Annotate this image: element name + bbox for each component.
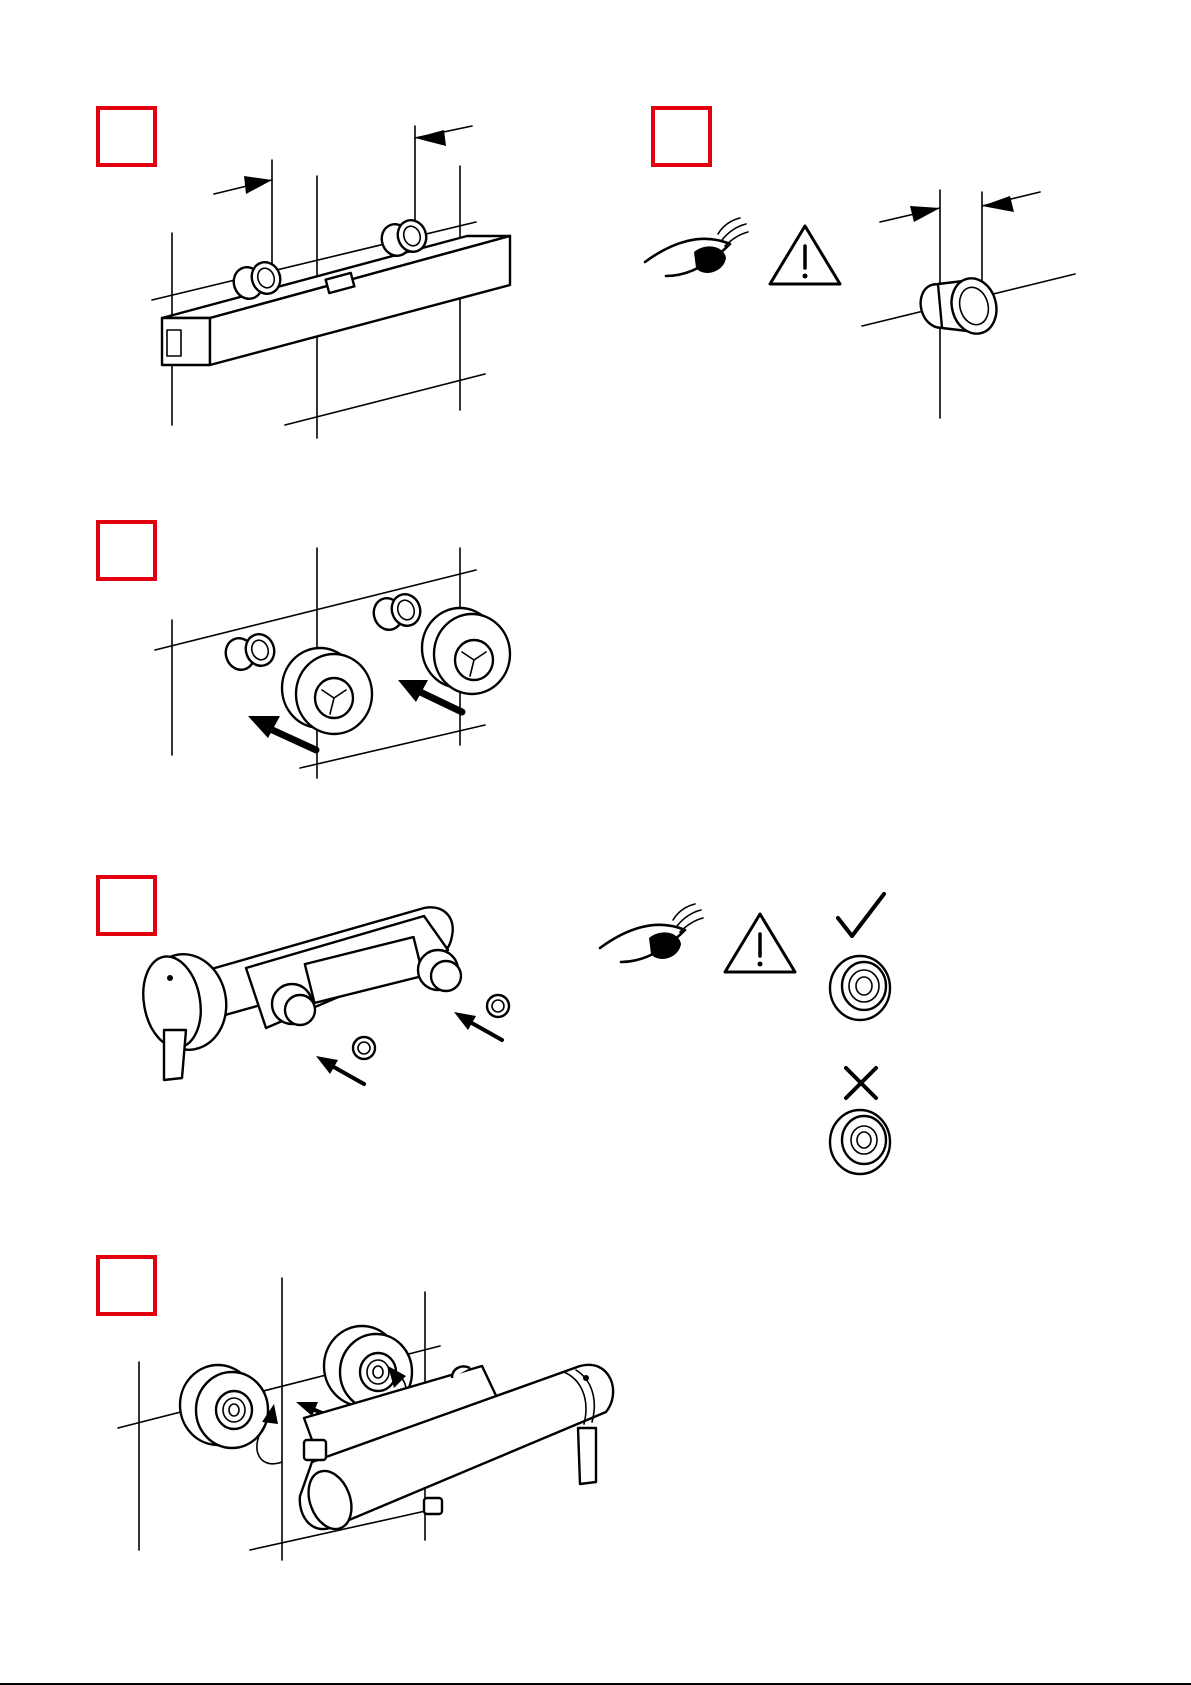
step-4-box (98, 877, 155, 934)
eye-icon (600, 904, 703, 962)
cover-rosette-install-icon (155, 548, 510, 778)
warning-triangle-icon (725, 914, 795, 972)
step-2-box (653, 108, 710, 165)
warning-triangle-icon (770, 226, 840, 284)
mixer-inlet-seal-icon (136, 907, 509, 1084)
step-3-box (98, 522, 155, 579)
pipe-fitting-depth-icon (862, 190, 1075, 418)
mount-mixer-on-wall-icon (118, 1278, 613, 1560)
eye-icon (645, 218, 748, 276)
wrong-cross-icon (830, 1068, 890, 1174)
correct-check-icon (830, 894, 890, 1020)
step-1-box (98, 108, 155, 165)
step-1-template-drawing (152, 126, 510, 438)
step-5-box (98, 1257, 155, 1314)
